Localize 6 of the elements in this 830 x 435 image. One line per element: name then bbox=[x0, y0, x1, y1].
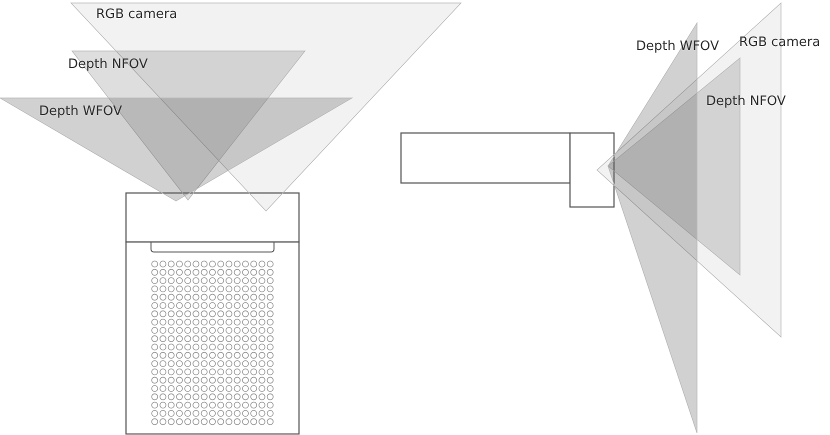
field-of-view-label: RGB camera bbox=[739, 35, 820, 51]
field-of-view-label: Depth WFOV bbox=[636, 39, 719, 55]
field-of-view-label: Depth NFOV bbox=[68, 57, 148, 73]
field-of-view-label: Depth WFOV bbox=[39, 104, 122, 120]
field-of-view-label: Depth NFOV bbox=[706, 94, 786, 110]
field-of-view-label: RGB camera bbox=[96, 7, 178, 23]
